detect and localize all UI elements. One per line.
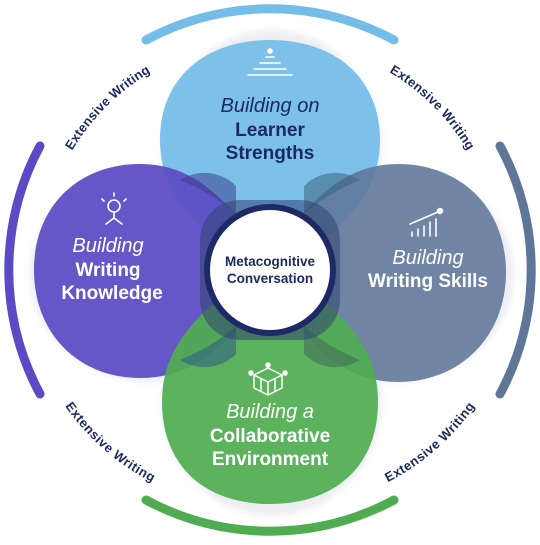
lightbulb-network-icon <box>101 192 127 225</box>
ring-label-top-right: Extensive Writing <box>388 62 479 153</box>
petal-top-line1: Building on <box>221 95 320 117</box>
petal-left-line1: Building <box>72 235 143 257</box>
ring-arc-left <box>4 141 45 399</box>
overlap-top-right <box>304 172 360 214</box>
overlap-top-left <box>180 172 236 214</box>
ring-label-top-left: Extensive Writing <box>62 62 153 153</box>
petal-right <box>302 164 506 382</box>
petal-left <box>34 164 236 378</box>
center-title-line2: Conversation <box>227 271 313 286</box>
petal-bottom-line2: Collaborative <box>210 426 330 447</box>
pyramid-stairs-icon <box>247 48 293 76</box>
ring-arc-right <box>495 141 536 399</box>
center-circle <box>210 210 330 330</box>
overlap-bottom-left <box>180 326 236 368</box>
petal-bottom-line1: Building a <box>226 401 314 423</box>
center-title-line1: Metacognitive <box>225 254 316 269</box>
growth-chart-icon <box>409 207 444 237</box>
petal-right-line1: Building <box>392 247 463 269</box>
petal-top-line2: Learner <box>235 120 305 141</box>
petal-top-line3: Strengths <box>226 143 315 164</box>
ring-label-bottom-right: Extensive Writing <box>382 399 477 485</box>
ring-arc-bottom <box>141 495 399 536</box>
network-cube-icon <box>248 362 288 396</box>
ring-label-bottom-left: Extensive Writing <box>63 399 158 485</box>
petal-bottom-line3: Environment <box>212 449 329 470</box>
petal-left-line3: Knowledge <box>61 283 162 304</box>
overlap-bottom-right <box>304 326 360 368</box>
ring-arc-top <box>141 4 399 45</box>
petal-left-line2: Writing <box>75 260 140 281</box>
petal-right-line2: Writing Skills <box>368 271 488 292</box>
